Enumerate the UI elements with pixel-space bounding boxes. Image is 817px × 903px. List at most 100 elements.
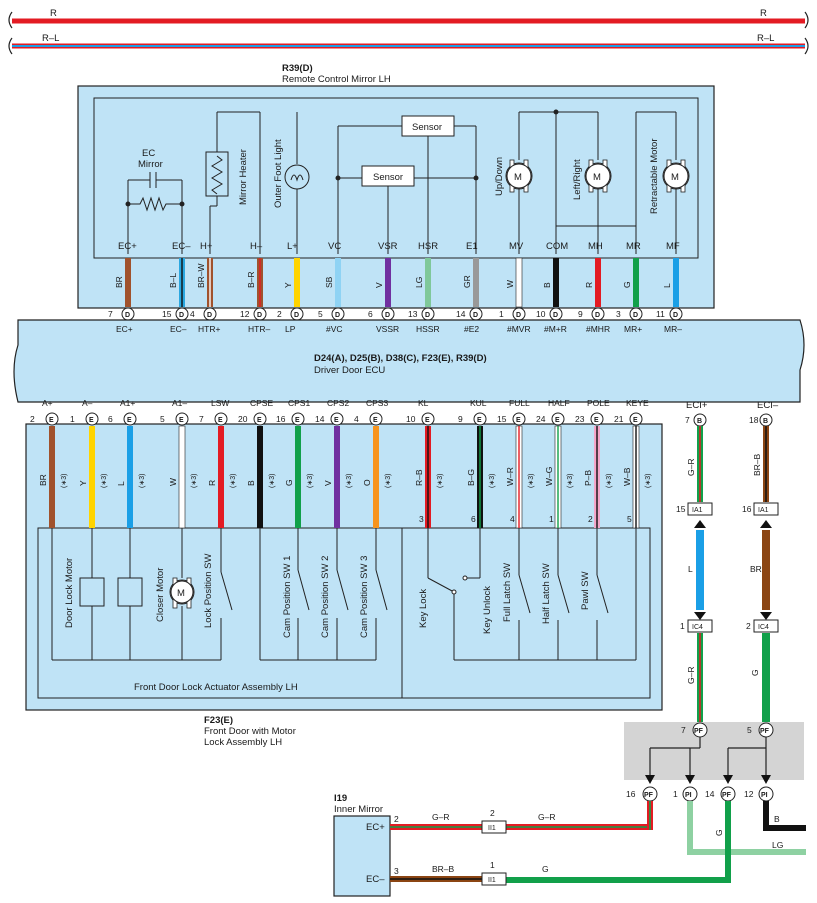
f23-name-2: Lock Assembly LH <box>204 737 282 748</box>
ec-mirror-label-2: Mirror <box>138 159 163 170</box>
cam-sw1-label: Cam Position SW 1 <box>282 556 293 638</box>
mirror-pin-num: 11 <box>656 309 665 319</box>
lower-wire-note: (∗3) <box>645 474 652 488</box>
lower-wire <box>373 426 379 528</box>
lower-sub-pin: 1 <box>549 514 554 524</box>
lower-wire-note: (∗3) <box>437 474 444 488</box>
br-wire <box>762 530 770 610</box>
rail-r-right: R <box>760 8 767 19</box>
lower-wire-note: (∗3) <box>606 474 613 488</box>
lower-wire-note: (∗3) <box>567 474 574 488</box>
mirror-pin-num: 7 <box>108 309 113 319</box>
inner-mirror-section: I19 Inner Mirror EC+ EC– 2 3 G–R BR–B 2 … <box>333 793 555 897</box>
lower-pin-label: LSW <box>211 398 229 408</box>
lower-conn-letter: E <box>127 417 132 424</box>
f23-code: F23(E) <box>204 715 233 726</box>
full-latch-label: Full Latch SW <box>502 563 513 622</box>
mirror-wire <box>294 258 300 307</box>
ii1-top-wire-label: G–R <box>538 812 555 822</box>
l-wire <box>696 530 704 610</box>
lg-wire-label: LG <box>772 840 783 850</box>
lower-pin-num: 7 <box>199 414 204 424</box>
ii1-top-box <box>481 820 507 834</box>
mirror-pin-label: L+ <box>287 241 298 252</box>
lower-wire <box>49 426 55 528</box>
ic4-minus-box <box>753 619 779 633</box>
lock-position-sw-label: Lock Position SW <box>203 554 214 628</box>
mirror-pin-label: EC+ <box>118 241 137 252</box>
lg-wire <box>687 801 806 855</box>
g-wire-label: G <box>750 669 760 676</box>
mirror-pin-num: 2 <box>277 309 282 319</box>
lower-wire-note: (∗3) <box>101 474 108 488</box>
ecu-top-pin-label: #E2 <box>464 324 479 334</box>
mirror-pin-num: 13 <box>408 309 418 319</box>
lower-wire <box>295 426 301 528</box>
mirror-pin-label: MR <box>626 241 641 252</box>
ii1-top-label: II1 <box>488 825 496 832</box>
lower-wire-note: (∗3) <box>139 474 146 488</box>
lower-wire-note: (∗3) <box>385 474 392 488</box>
lower-conn-letter: E <box>516 417 521 424</box>
leftright-motor-glyph: M <box>593 172 601 183</box>
pf-14-label: PF <box>722 792 732 799</box>
lower-wire-note: (∗3) <box>307 474 314 488</box>
rail-rl-right: R–L <box>757 33 774 44</box>
lower-conn-circle <box>629 412 643 426</box>
eci-minus-conn-letter: B <box>763 418 768 425</box>
mirror-pin-label: COM <box>546 241 568 252</box>
lower-wire-label: O <box>362 479 372 486</box>
mirror-pin-num: 14 <box>456 309 466 319</box>
mirror-conn-letter: D <box>595 312 600 319</box>
mirror-wire-label: SB <box>324 276 334 288</box>
ic4-plus-num: 1 <box>680 621 685 631</box>
mirror-wire-label: B–L <box>168 273 178 288</box>
br-wire-label: BR <box>750 564 762 574</box>
lower-pin-num: 10 <box>406 414 416 424</box>
lower-pin-label: CPSE <box>250 398 273 408</box>
lower-wire-label: W–R <box>505 467 515 486</box>
lower-wire-label: W <box>168 478 178 486</box>
mirror-pin-label: E1 <box>466 241 478 252</box>
lower-conn-circle <box>369 412 383 426</box>
b-low-wire-label: B <box>774 814 780 824</box>
mirror-conn-letter: D <box>673 312 678 319</box>
pf-5-label: PF <box>760 728 770 735</box>
mirror-conn-letter: D <box>516 312 521 319</box>
mirror-conn-letter: D <box>207 312 212 319</box>
g-r-wire-2-label: G–R <box>686 667 696 684</box>
lower-conn-circle <box>291 412 305 426</box>
mirror-pin-label: H– <box>250 241 263 252</box>
eci-plus-wire-label: G–R <box>686 459 696 476</box>
mirror-wire-label: BR <box>114 276 124 288</box>
closer-motor-label: Closer Motor <box>155 568 166 622</box>
mirror-pin-num: 3 <box>616 309 621 319</box>
mirror-wire-label: B <box>542 282 552 288</box>
lower-conn-circle <box>551 412 565 426</box>
lower-wire-note: (∗3) <box>230 474 237 488</box>
ecu-top-pin-label: EC– <box>170 324 187 334</box>
pawl-sw-label: Pawl SW <box>580 571 591 610</box>
lower-conn-letter: E <box>49 417 54 424</box>
mirror-heater-label: Mirror Heater <box>238 149 249 205</box>
lower-pin-label: A+ <box>42 398 53 408</box>
ic4-plus-label: IC4 <box>692 624 703 631</box>
key-lock-label: Key Lock <box>418 589 429 628</box>
eci-minus-pin: 18 <box>749 415 759 425</box>
pi-12-label: PI <box>761 792 768 799</box>
ecu-top-pin-label: VSSR <box>376 324 399 334</box>
lower-sub-pin: 3 <box>419 514 424 524</box>
mirror-conn-letter: D <box>257 312 262 319</box>
mirror-conn-letter: D <box>125 312 130 319</box>
mirror-wire <box>553 258 559 307</box>
mirror-pin-label: MH <box>588 241 603 252</box>
pf-16-num: 16 <box>626 789 636 799</box>
lower-conn-circle <box>330 412 344 426</box>
lower-pin-num: 24 <box>536 414 546 424</box>
lower-conn-circle <box>473 412 487 426</box>
mirror-wire-label: V <box>374 282 384 288</box>
mirror-wire-label: BR–W <box>196 263 206 288</box>
